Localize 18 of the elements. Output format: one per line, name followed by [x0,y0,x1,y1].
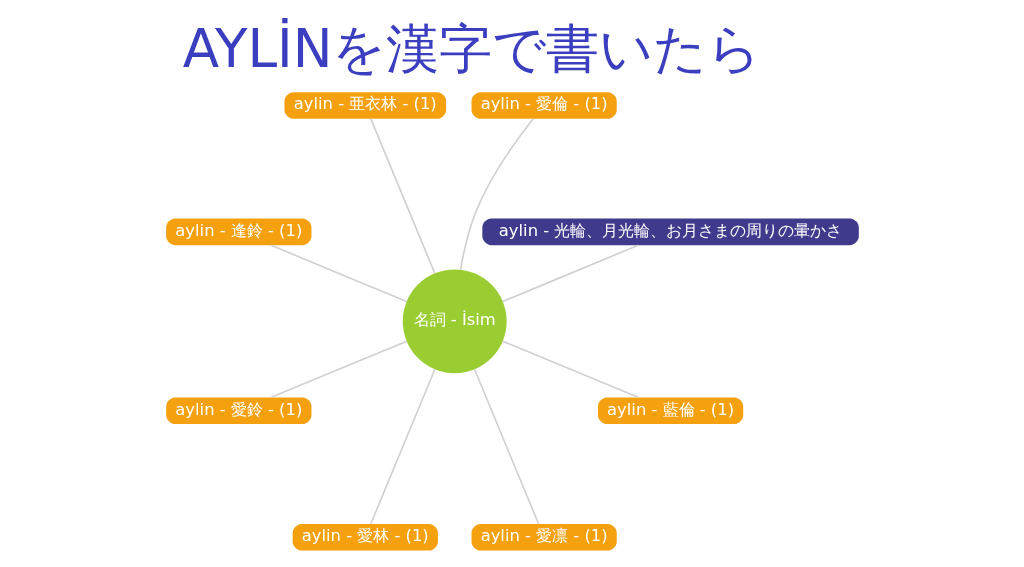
connector [269,244,408,303]
connector [501,244,639,303]
node-circle: 名詞 - İsim [402,269,507,374]
node-box: aylin - 光輪、月光輪、お月さまの周りの暈かさ [481,218,859,246]
connector [369,368,436,525]
node-box: aylin - 藍倫 - (1) [597,397,743,425]
connector [269,340,408,399]
connector [501,340,639,399]
node-box: aylin - 愛凛 - (1) [471,523,617,551]
connector [473,368,539,525]
connector [459,118,534,271]
node-box: aylin - 愛鈴 - (1) [165,397,311,425]
node-box: aylin - 愛林 - (1) [292,523,438,551]
node-box: aylin - 愛倫 - (1) [471,92,617,119]
node-box: aylin - 逢鈴 - (1) [165,218,311,246]
node-box: aylin - 亜衣林 - (1) [283,92,446,119]
diagram-title: AYLİNを漢字で書いたら [182,18,761,81]
connector [369,118,436,275]
